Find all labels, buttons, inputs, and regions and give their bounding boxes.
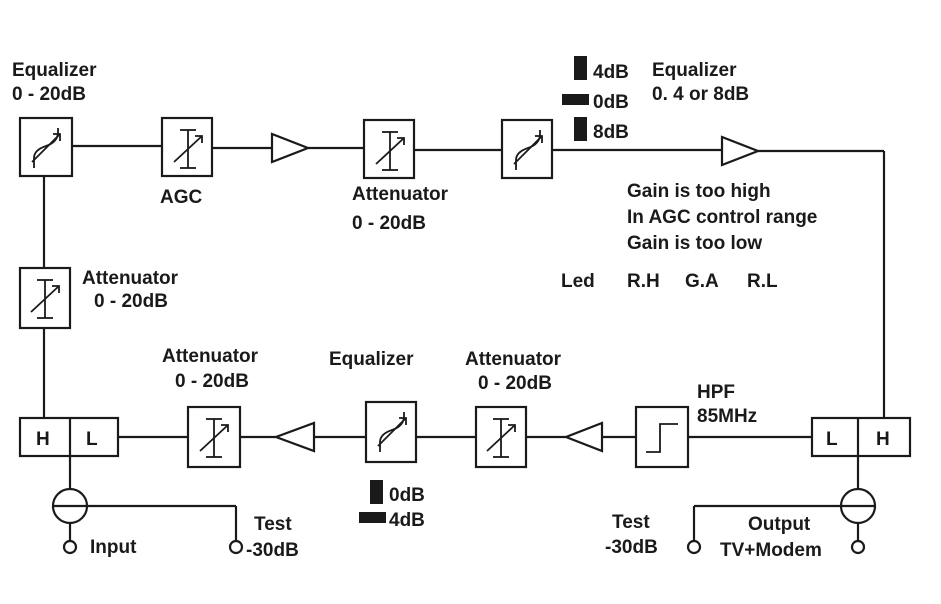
coupler-left [51,487,89,525]
coupler-right [839,487,877,525]
switch-bottom-opt2: 4dB [389,510,425,531]
test-left-line2: -30dB [246,540,299,561]
top-attenuator-block [362,118,416,180]
test-right-line2: -30dB [605,537,658,558]
status-gain-high: Gain is too high [627,181,771,202]
hpf-block [634,405,690,469]
switch-top-indicator-4db [574,56,587,80]
left-attenuator-range: 0 - 20dB [94,291,168,312]
switch-bottom-indicator-4db [359,512,386,523]
top-equalizer-block [18,116,74,178]
status-agc-range: In AGC control range [627,207,817,228]
agc-block [160,116,214,178]
left-attenuator-block [18,266,72,330]
test-left-port-icon [228,539,244,555]
led-rh: R.H [627,271,660,292]
top-attenuator-name: Attenuator [352,184,449,205]
switch-top-opt2: 0dB [593,92,629,113]
left-attenuator-name: Attenuator [82,268,179,289]
bottom-attenuator-left-range: 0 - 20dB [175,371,249,392]
hpf-freq: 85MHz [697,406,757,427]
diplexer-right-h: H [876,429,890,450]
output-line2: TV+Modem [720,540,822,561]
diplexer-left-h: H [36,429,50,450]
bottom-equalizer-name: Equalizer [329,349,414,370]
diplexer-right [810,416,912,458]
equalizer-switchable-block [500,118,554,180]
switch-bottom-indicator-0db [370,480,383,504]
bottom-equalizer-block [364,400,418,464]
bottom-attenuator-left-name: Attenuator [162,346,259,367]
switch-top-indicator-8db [574,117,587,141]
switch-bottom-opt1: 0dB [389,485,425,506]
amplifier-top-2 [720,135,762,167]
bottom-attenuator-right-block [474,405,528,469]
bottom-attenuator-left-block [186,405,242,469]
input-port-icon [62,539,78,555]
diplexer-left-l: L [86,429,98,450]
switch-top-opt1: 4dB [593,62,629,83]
input-label: Input [90,537,137,558]
diplexer-right-l: L [826,429,838,450]
right-equalizer-range: 0. 4 or 8dB [652,84,749,105]
switch-top-indicator-0db [562,94,589,105]
hpf-name: HPF [697,382,735,403]
agc-label: AGC [160,187,203,208]
test-right-line1: Test [612,512,650,533]
output-line1: Output [748,514,811,535]
output-port-icon [850,539,866,555]
signal-wires [42,144,886,540]
amplifier-top-1 [270,132,312,164]
bottom-attenuator-right-name: Attenuator [465,349,562,370]
led-label: Led [561,271,595,292]
amplifier-bottom-1 [272,421,316,453]
switch-top-opt3: 8dB [593,122,629,143]
led-rl: R.L [747,271,778,292]
test-right-port-icon [686,539,702,555]
test-left-line1: Test [254,514,292,535]
top-attenuator-range: 0 - 20dB [352,213,426,234]
top-equalizer-range: 0 - 20dB [12,84,86,105]
right-equalizer-name: Equalizer [652,60,737,81]
diplexer-left [18,416,120,458]
led-ga: G.A [685,271,719,292]
status-gain-low: Gain is too low [627,233,762,254]
top-equalizer-name: Equalizer [12,60,97,81]
amplifier-bottom-2 [562,421,604,453]
bottom-attenuator-right-range: 0 - 20dB [478,373,552,394]
